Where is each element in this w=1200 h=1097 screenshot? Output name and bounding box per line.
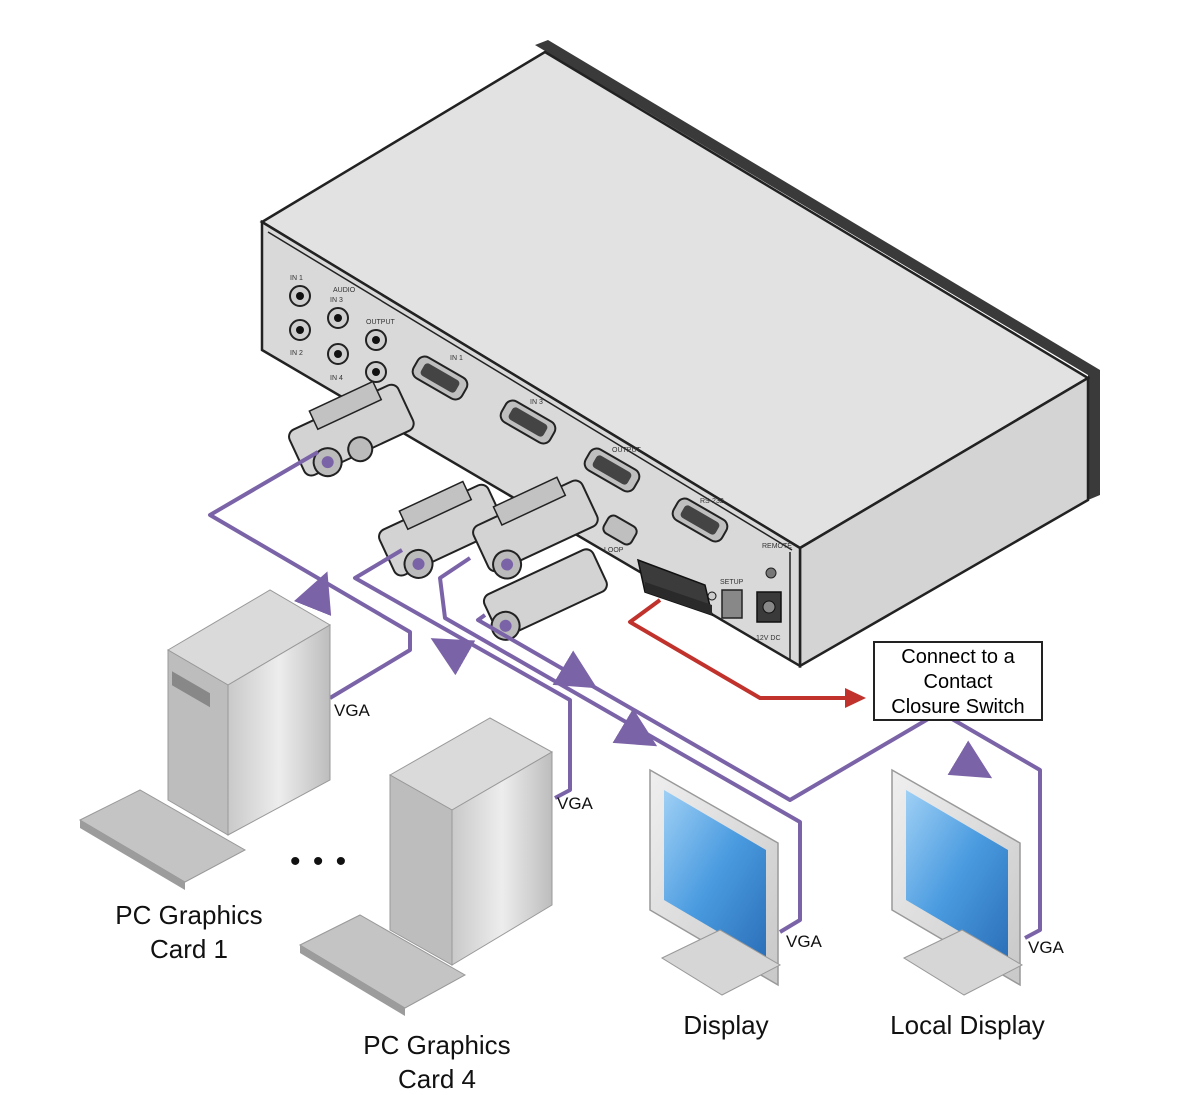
label-audio-output: OUTPUT bbox=[366, 319, 396, 326]
cable-pc4 bbox=[353, 548, 572, 800]
label-audio-in2: IN 2 bbox=[290, 350, 303, 357]
dip-switch: SETUP bbox=[720, 579, 744, 619]
label-audio: AUDIO bbox=[333, 287, 356, 294]
arrow-pc1 bbox=[294, 571, 332, 616]
device-rear-panel bbox=[260, 219, 802, 669]
display-label: Display bbox=[683, 1010, 769, 1040]
label-vga-in1: IN 1 bbox=[450, 355, 463, 362]
local-display-monitor bbox=[891, 768, 1024, 996]
label-audio-in1: IN 1 bbox=[290, 275, 303, 282]
label-audio-in4: IN 4 bbox=[330, 375, 343, 382]
label-audio-in3: IN 3 bbox=[330, 297, 343, 304]
pc-tower-1 bbox=[78, 589, 331, 890]
vga-label-display: VGA bbox=[786, 932, 822, 951]
ellipsis-more-pcs: • • • bbox=[290, 845, 349, 878]
vga-ports: IN 1 IN 3 OUTPUT RS-232 LOOP bbox=[411, 355, 729, 554]
pc-graphics-card-1-label: PC Graphics Card 1 bbox=[96, 898, 282, 966]
label-loop: LOOP bbox=[604, 547, 624, 554]
switcher-device: IN 1 AUDIO IN 3 OUTPUT IN 2 IN 4 IN 1 IN… bbox=[259, 40, 1100, 669]
callout-line-1: Connect to a bbox=[901, 646, 1015, 668]
cable-pc1 bbox=[208, 450, 412, 700]
local-display-label: Local Display bbox=[890, 1010, 1045, 1040]
contact-cable bbox=[628, 598, 866, 708]
arrow-display bbox=[612, 708, 658, 747]
display-monitor bbox=[649, 768, 782, 996]
vga-label-pc4: VGA bbox=[557, 794, 593, 813]
vga-plugs bbox=[288, 380, 608, 641]
label-rs232: RS-232 bbox=[700, 498, 724, 505]
label-power: 12V DC bbox=[756, 635, 781, 642]
pc1-label-line-1: PC Graphics bbox=[115, 900, 263, 930]
label-vga-output: OUTPUT bbox=[612, 447, 642, 454]
vga-label-pc1: VGA bbox=[334, 701, 370, 720]
pc-tower-4 bbox=[298, 717, 554, 1016]
power-jack: 12V DC REMOTE bbox=[756, 543, 792, 642]
arrow-loop bbox=[552, 650, 598, 689]
callout-line-2: Contact bbox=[923, 671, 993, 693]
label-dip: SETUP bbox=[720, 579, 744, 586]
contact-terminal-block bbox=[636, 558, 717, 617]
pc1-label-line-2: Card 1 bbox=[149, 934, 229, 964]
label-remote: REMOTE bbox=[762, 543, 792, 550]
pc4-label-line-2: Card 4 bbox=[397, 1064, 477, 1094]
arrow-local-display bbox=[947, 740, 993, 779]
pc4-label-line-1: PC Graphics bbox=[363, 1030, 511, 1060]
pc-graphics-card-4-label: PC Graphics Card 4 bbox=[344, 1028, 530, 1096]
callout-line-3: Closure Switch bbox=[891, 696, 1025, 718]
vga-label-local-display: VGA bbox=[1028, 938, 1064, 957]
arrow-pc4 bbox=[430, 638, 476, 676]
contact-closure-callout: Connect to a Contact Closure Switch bbox=[873, 641, 1043, 721]
label-vga-in3: IN 3 bbox=[530, 399, 543, 406]
audio-jacks: IN 1 AUDIO IN 3 OUTPUT IN 2 IN 4 bbox=[289, 275, 396, 383]
